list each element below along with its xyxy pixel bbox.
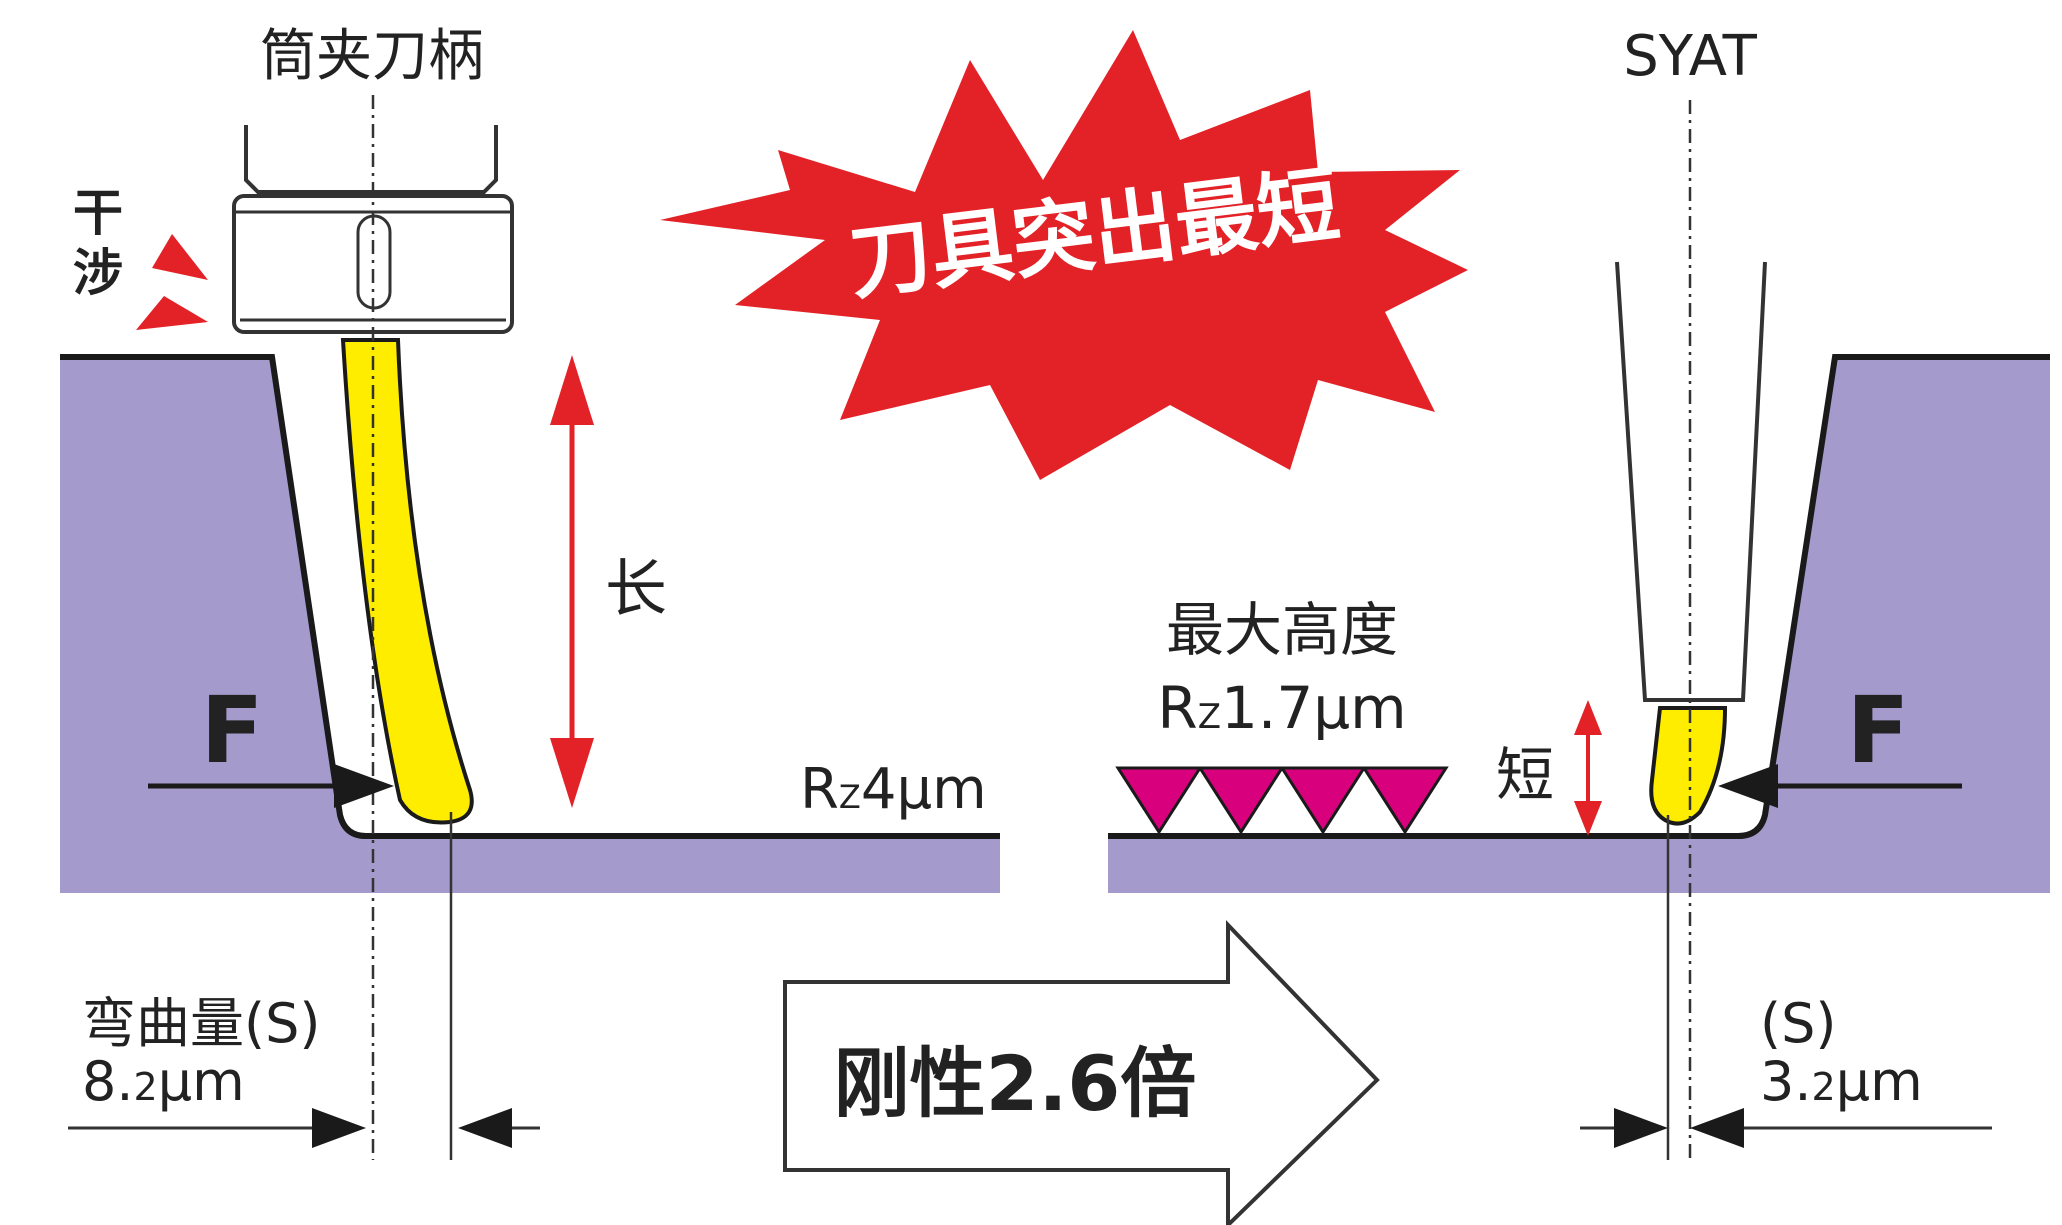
right-tool-short — [1649, 706, 1728, 826]
roughness-marker — [1115, 766, 1203, 835]
roughness-markers — [1115, 766, 1449, 835]
right-force-label: F — [1847, 677, 1910, 784]
workpiece-left — [60, 357, 1000, 893]
roughness-marker — [1361, 766, 1449, 835]
max-height-value: RZ1.7μm — [1157, 674, 1406, 742]
interference-mark-lower — [136, 296, 208, 330]
interference-char-2: 涉 — [73, 244, 123, 302]
left-force-label: F — [201, 677, 264, 784]
right-deflection-dimension — [1580, 1108, 1992, 1148]
interference-char-1: 干 — [73, 184, 123, 242]
length-arrow — [550, 355, 594, 808]
right-deflection-value: 3.2μm — [1760, 1050, 1923, 1113]
left-tool-bent — [340, 338, 474, 825]
workpiece-left-outline — [60, 354, 1000, 839]
roughness-marker — [1197, 766, 1285, 835]
rigidity-label: 刚性2.6倍 — [834, 1039, 1197, 1128]
short-label: 短 — [1496, 741, 1554, 809]
burst-shape — [660, 30, 1468, 480]
left-deflection-dimension — [68, 1108, 540, 1148]
collet-chuck-title: 筒夹刀柄 — [260, 24, 484, 89]
workpiece-right — [1108, 357, 2050, 893]
right-deflection-label: (S) — [1760, 992, 1836, 1055]
left-force-arrow — [148, 764, 394, 808]
left-deflection-value: 8.2μm — [82, 1050, 245, 1113]
left-deflection-label: 弯曲量(S) — [82, 992, 320, 1055]
short-arrow — [1574, 700, 1602, 836]
left-roughness-label: RZ4μm — [800, 757, 987, 822]
rigidity-arrow — [783, 920, 1380, 1225]
roughness-marker — [1279, 766, 1367, 835]
max-height-label: 最大高度 — [1166, 596, 1398, 664]
interference-mark-upper — [152, 234, 208, 280]
syat-title: SYAT — [1623, 24, 1757, 89]
right-force-arrow — [1718, 764, 1962, 808]
workpiece-right-outline — [1108, 354, 2050, 839]
length-label: 长 — [605, 552, 667, 625]
